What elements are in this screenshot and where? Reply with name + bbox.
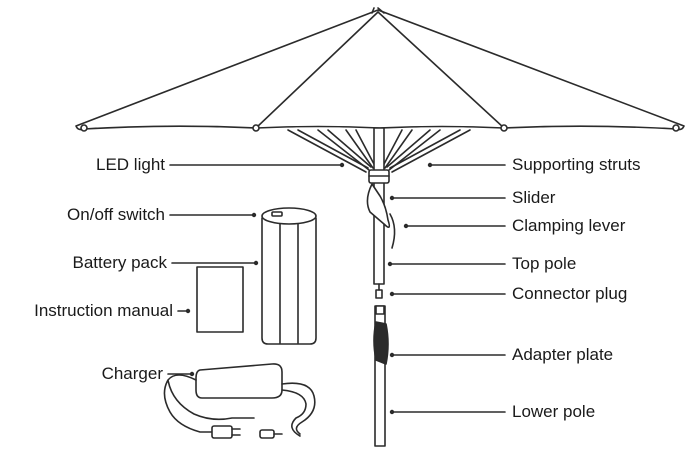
adapter-plate: [373, 321, 389, 365]
leader-lines-left: [167, 164, 343, 375]
label-led-light: LED light: [96, 155, 165, 174]
label-adapter-plate: Adapter plate: [512, 345, 614, 364]
connector-plug: [375, 283, 383, 299]
battery-pack: [261, 207, 317, 345]
leader-dots: [185, 162, 433, 415]
slider: [368, 169, 390, 184]
instruction-manual: [196, 266, 244, 333]
label-connector-plug: Connector plug: [512, 284, 628, 303]
on-off-switch: [271, 211, 283, 217]
label-clamping-lever: Clamping lever: [512, 216, 626, 235]
label-on-off-switch: On/off switch: [67, 205, 165, 224]
label-lower-pole: Lower pole: [512, 402, 596, 421]
label-charger: Charger: [101, 364, 163, 383]
charger: [163, 363, 316, 439]
umbrella-canopy: [75, 7, 685, 132]
supporting-struts: [287, 129, 471, 173]
label-supporting-struts: Supporting struts: [512, 155, 641, 174]
clamping-lever: [366, 183, 396, 249]
leader-lines-right: [389, 164, 506, 413]
label-slider: Slider: [512, 188, 556, 207]
lower-pole: [374, 305, 386, 447]
label-instruction-manual: Instruction manual: [34, 301, 173, 320]
label-top-pole: Top pole: [512, 254, 577, 273]
label-battery-pack: Battery pack: [72, 253, 168, 272]
